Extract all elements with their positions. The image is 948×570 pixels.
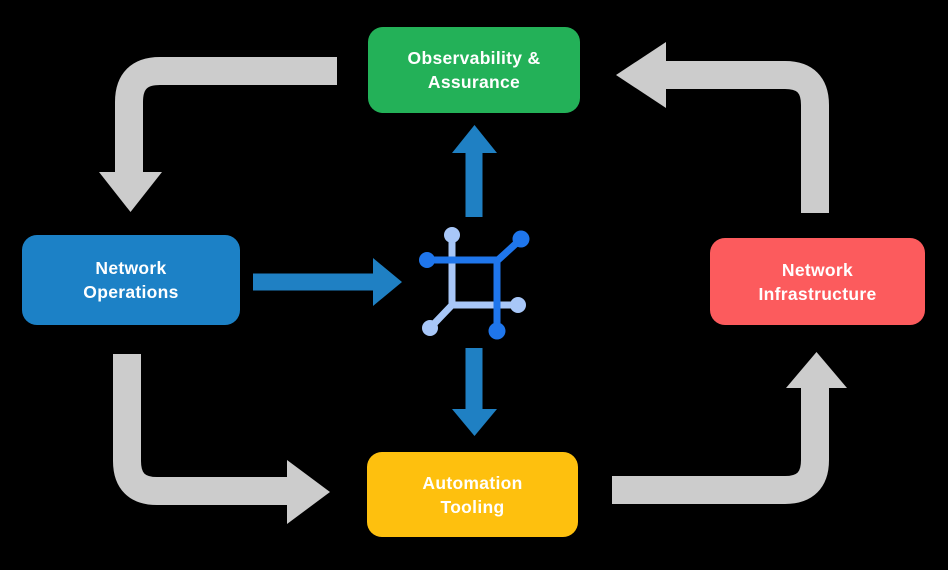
blue-arrow-operations-to-hub	[253, 258, 402, 306]
node-network-operations: Network Operations	[22, 235, 240, 325]
hub-node-bottom-left	[422, 320, 438, 336]
arrow-shaft	[612, 388, 829, 504]
hub-node-top	[444, 227, 460, 243]
gray-arrow-operations-to-automation	[113, 354, 330, 524]
hub-node-left	[419, 252, 435, 268]
arrow-shaft	[666, 61, 829, 213]
node-label-line2: Operations	[83, 282, 179, 302]
hub-light-lines	[426, 231, 522, 332]
node-label-line1: Automation	[422, 472, 523, 493]
arrow-right-head-icon	[287, 460, 330, 524]
network-hub-icon	[419, 227, 530, 340]
arrow-down-head-icon	[99, 172, 162, 212]
node-label-line1: Network	[781, 259, 854, 280]
hub-blue-lines	[423, 235, 525, 335]
arrow-up-head-icon	[786, 352, 847, 388]
node-network-infrastructure: Network Infrastructure	[710, 238, 925, 325]
blue-arrow-hub-to-observability	[452, 125, 497, 217]
arrow-right-head-icon	[373, 258, 402, 306]
gray-arrow-observability-to-operations	[99, 57, 337, 212]
node-observability-assurance: Observability & Assurance	[368, 27, 580, 113]
blue-arrow-hub-to-automation	[452, 348, 497, 436]
gray-arrow-automation-to-infrastructure	[612, 352, 847, 504]
node-label-line1: Network	[95, 258, 167, 278]
arrow-shaft	[115, 57, 337, 173]
arrow-up-head-icon	[452, 125, 497, 153]
arrow-shaft	[113, 354, 288, 505]
hub-node-bottom	[488, 322, 506, 340]
node-label-line1: Observability &	[407, 48, 541, 68]
arrow-left-head-icon	[616, 42, 666, 108]
hub-node-right	[510, 297, 526, 313]
node-automation-tooling: Automation Tooling	[367, 452, 578, 537]
node-label-line2: Assurance	[427, 72, 521, 92]
hub-node-top-right	[512, 230, 530, 248]
node-label-line2: Tooling	[440, 496, 505, 517]
arrow-down-head-icon	[452, 409, 497, 436]
node-label-line2: Infrastructure	[758, 283, 877, 304]
gray-arrow-infrastructure-to-observability	[616, 42, 829, 213]
